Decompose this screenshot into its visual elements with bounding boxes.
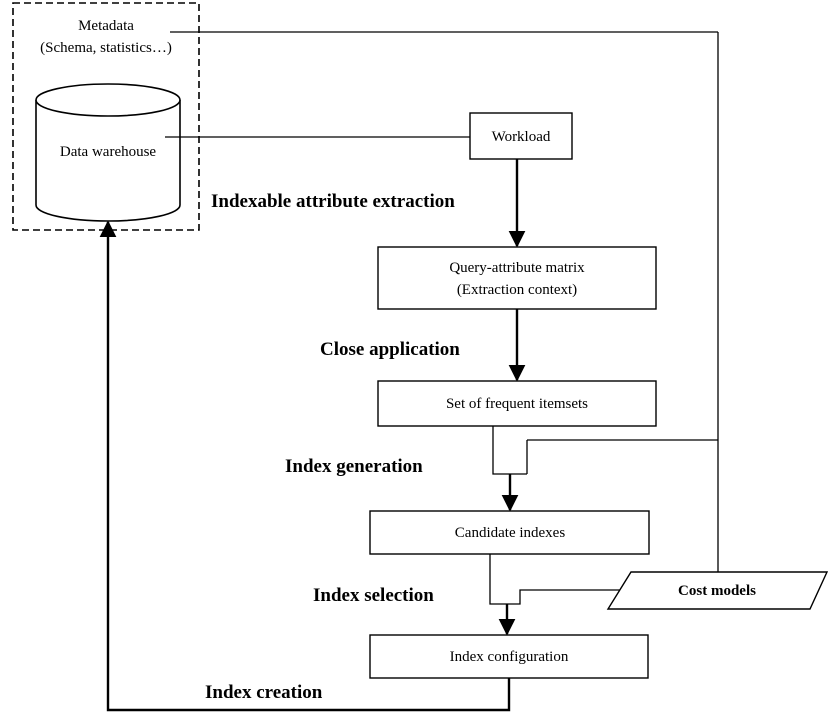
- data-warehouse-cylinder: [35, 83, 181, 222]
- candidate-junction: [489, 554, 622, 605]
- workload-box: [469, 112, 573, 160]
- step-extraction: Indexable attribute extraction: [211, 191, 455, 212]
- query-matrix-sublabel: (Extraction context): [457, 282, 577, 298]
- step-index-generation: Index generation: [285, 456, 423, 477]
- workload-label: Workload: [492, 129, 551, 145]
- candidate-indexes-label: Candidate indexes: [455, 525, 566, 541]
- query-matrix-label: Query-attribute matrix: [449, 260, 585, 276]
- candidate-indexes-box: [369, 510, 650, 555]
- step-index-creation: Index creation: [205, 682, 323, 703]
- frequent-itemsets-box: [377, 380, 657, 427]
- frequent-itemsets-label: Set of frequent itemsets: [446, 396, 588, 412]
- itemsets-junction: [492, 426, 527, 475]
- index-configuration-label: Index configuration: [450, 649, 569, 665]
- cost-models-label: Cost models: [678, 583, 756, 599]
- query-matrix-box: [377, 246, 657, 310]
- step-close-application: Close application: [320, 339, 460, 360]
- metadata-label: Metadata: [78, 18, 134, 34]
- data-warehouse-label: Data warehouse: [60, 144, 157, 160]
- metadata-sublabel: (Schema, statistics…): [40, 40, 172, 56]
- index-configuration-box: [369, 634, 649, 679]
- cost-models-shape: [606, 571, 829, 610]
- index-creation-feedback: [99, 220, 511, 712]
- step-index-selection: Index selection: [313, 585, 434, 606]
